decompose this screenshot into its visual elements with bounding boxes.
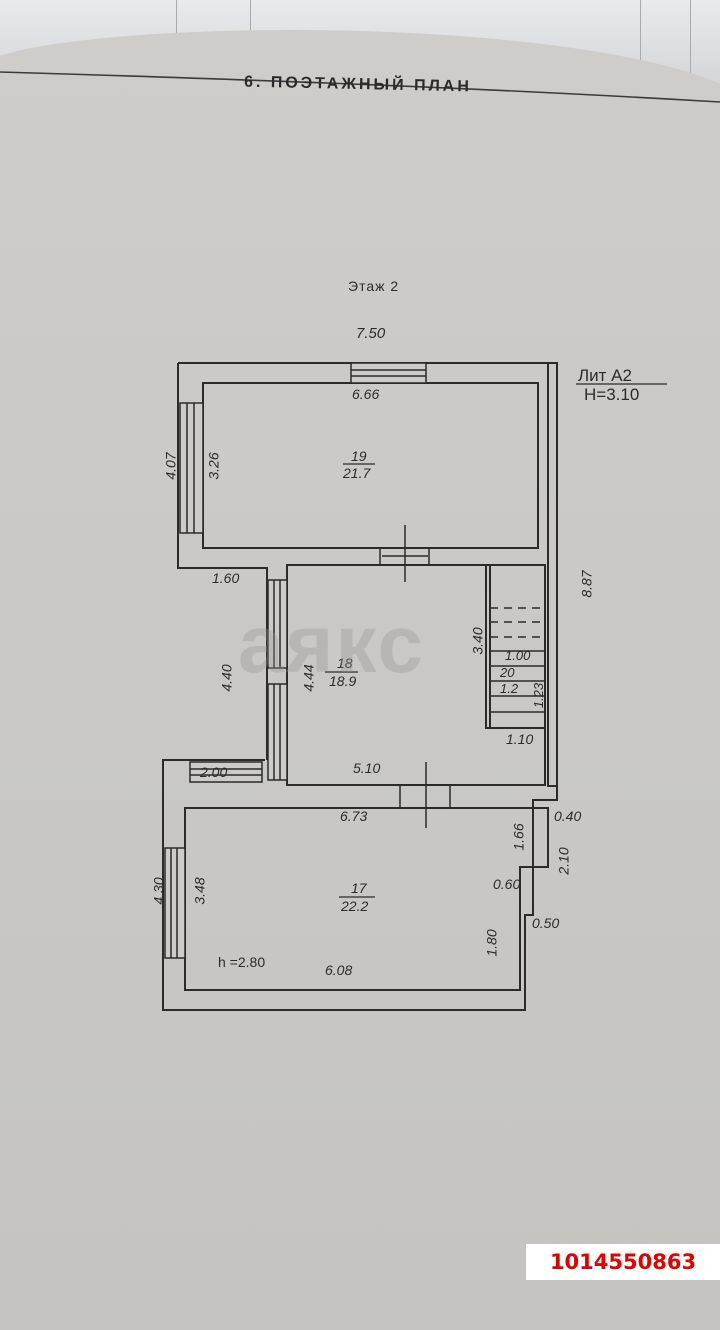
dimension-room19-depth: 3.26 — [205, 452, 222, 480]
room20-width: 1.00 — [505, 648, 531, 663]
paper-sheet — [0, 30, 720, 1330]
listing-id-badge: 1014550863 — [526, 1244, 720, 1280]
room17-number: 17 — [351, 880, 367, 896]
outer-wall-path — [162, 362, 558, 1011]
room20-depth: 1.23 — [531, 682, 547, 709]
door — [399, 784, 451, 809]
dimension-right-step-depth: 2.10 — [555, 847, 572, 875]
dimension-stair-depth: 3.40 — [469, 627, 486, 655]
page-fold-line — [0, 71, 720, 103]
dimension-right-step-bottom: 0.50 — [532, 915, 560, 931]
watermark: аякс — [238, 599, 426, 690]
dimension-room19-outer-depth: 4.07 — [162, 452, 179, 480]
document-edge — [690, 0, 691, 80]
ceiling-height-label: h =2.80 — [218, 954, 266, 970]
window — [350, 362, 427, 384]
room19-area: 21.7 — [343, 465, 371, 481]
dimension-room17-depth: 3.48 — [191, 877, 208, 905]
dimension-room17-top-width: 6.73 — [340, 808, 368, 824]
room20-number: 20 — [500, 665, 515, 680]
dimension-room17-outer-depth: 4.30 — [150, 877, 167, 905]
window — [267, 579, 288, 669]
room20-area: 1.2 — [500, 681, 519, 696]
document-edge — [640, 0, 641, 80]
dimension-room17-right-upper: 1.66 — [510, 823, 527, 851]
floor-label: Этаж 2 — [348, 278, 400, 294]
dimension-corridor-left: 1.60 — [212, 570, 240, 586]
room19-number: 19 — [351, 448, 367, 464]
dimension-stair-width: 1.10 — [506, 731, 534, 747]
dimension-room19-width: 6.66 — [352, 386, 380, 402]
dimension-overall-depth: 8.87 — [578, 570, 595, 598]
dimension-room18-width: 5.10 — [353, 760, 381, 776]
height-label: Н=3.10 — [584, 385, 640, 404]
dimension-right-step-top: 0.40 — [554, 808, 582, 824]
dimension-overall-width: 7.50 — [356, 325, 386, 342]
room18-area: 18.9 — [329, 673, 357, 689]
window — [267, 683, 288, 781]
lit-label: Лит А2 — [578, 366, 632, 385]
dimension-room17-right-lower: 1.80 — [483, 929, 500, 957]
dimension-room17-right-step: 0.60 — [493, 876, 521, 892]
dimension-lower-left-offset: 2.00 — [200, 764, 228, 780]
dimension-room17-bottom-width: 6.08 — [325, 962, 353, 978]
room18-number: 18 — [337, 655, 353, 671]
window — [164, 847, 186, 959]
floor-plan — [162, 362, 667, 1011]
window — [189, 761, 263, 783]
room17-area: 22.2 — [341, 898, 369, 914]
window — [179, 402, 204, 534]
dimension-corridor-depth: 4.40 — [218, 664, 235, 692]
